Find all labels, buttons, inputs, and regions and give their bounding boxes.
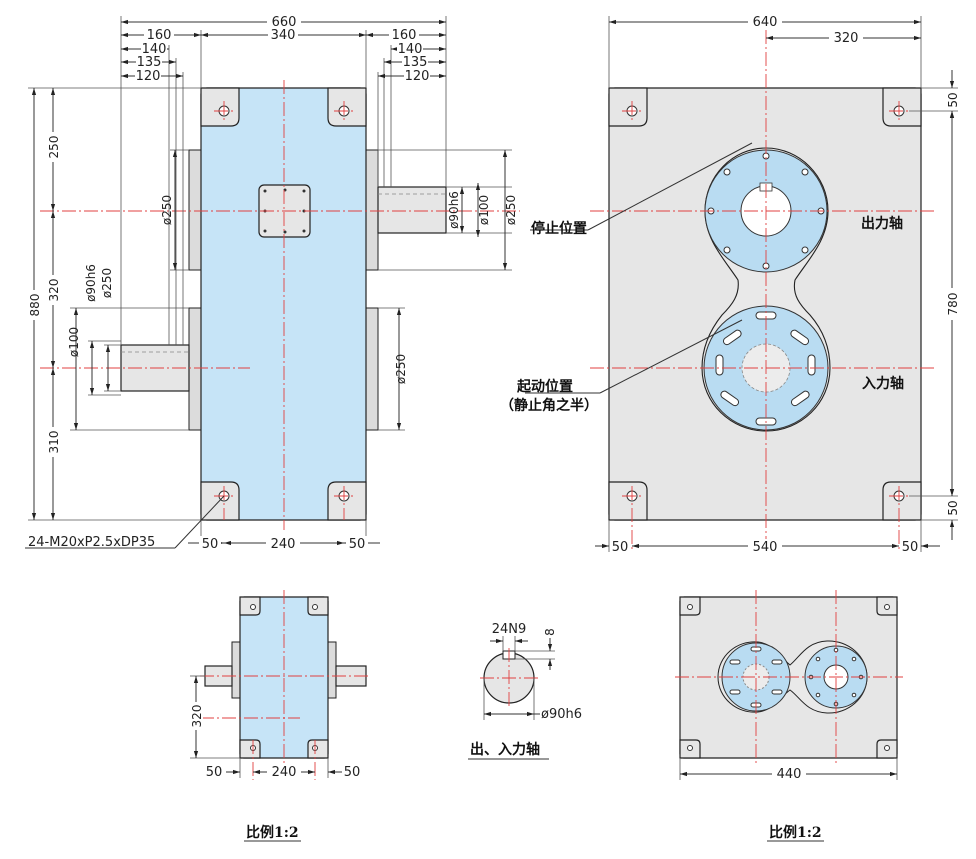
small-side-view: 440 比例1:2 [675,590,903,842]
dim-dia-250-upper-left: ø250 [160,195,174,225]
dim-780: 780 [946,293,960,316]
left-upper-flange [188,149,202,271]
small-dim-440: 440 [777,767,802,782]
dim-50-bottom-left: 50 [612,540,629,555]
corner-boss [608,87,648,127]
dim-dia-90h6-right: ø90h6 [447,191,461,229]
dim-120-right: 120 [405,69,430,84]
dim-540: 540 [753,540,778,555]
dim-dia-100-left: ø90h6 [84,264,98,302]
dim-dia-90h6-left: ø250 [100,268,114,298]
dim-310: 310 [47,431,61,454]
small-dim-240: 240 [272,765,297,780]
right-lower-flange [365,307,379,431]
small-front-view: 320 50 240 50 比例1:2 [189,590,370,842]
tapped-holes-note: 24-M20xP2.5xDP35 [28,535,155,550]
dim-50-left: 50 [202,537,219,552]
dim-320-side: 320 [834,31,859,46]
dim-240: 240 [271,537,296,552]
dim-640: 640 [753,15,778,30]
dim-dia-250-right-upper: ø250 [504,195,518,225]
dim-250: 250 [47,136,61,159]
shaft-caption: 出、入力轴 [470,741,540,758]
label-output-shaft: 出力轴 [861,215,903,232]
dim-50-right: 50 [349,537,366,552]
left-lower-flange [188,307,202,431]
dim-140-right: 140 [398,42,423,57]
dim-135-left: 135 [137,55,162,70]
dim-320: 320 [47,279,61,302]
front-view: 660 160 340 160 140 140 135 135 120 120 [25,14,520,552]
dim-135-right: 135 [403,55,428,70]
label-start-position: 起动位置 [516,378,573,395]
small-dim-50-right: 50 [344,765,361,780]
dim-160-right: 160 [392,28,417,43]
output-shaft [377,186,447,234]
dim-dia-250-right-lower: ø250 [394,354,408,384]
scale-label-right: 比例1:2 [769,824,822,841]
side-view: 停止位置 出力轴 起动位置 （静止角之半） 入力轴 640 320 50 780… [500,14,960,555]
dim-160-left: 160 [147,28,172,43]
dim-dia-100-right: ø100 [477,195,491,225]
right-upper-flange [365,149,379,271]
corner-boss [200,87,240,127]
dim-50-bottom-right: 50 [946,500,960,515]
label-start-note: （静止角之半） [500,397,598,414]
shaft-diameter-label: ø90h6 [541,707,582,722]
corner-boss [882,481,922,521]
dim-120-left: 120 [136,69,161,84]
label-stop-position: 停止位置 [531,220,587,237]
dim-140-left: 140 [142,42,167,57]
dim-50-bottom-right-h: 50 [902,540,919,555]
key-depth-label: 8 [543,628,557,636]
scale-label-left: 比例1:2 [246,824,299,841]
dim-dia-250-left-lower: ø100 [67,327,81,357]
dim-50-top-right: 50 [946,92,960,107]
corner-boss [327,481,367,521]
label-input-shaft: 入力轴 [862,375,904,392]
dim-660: 660 [272,15,297,30]
corner-boss [608,481,648,521]
dim-340: 340 [271,28,296,43]
housing-body [200,87,367,521]
shaft-section: 24N9 8 ø90h6 出、入力轴 [468,622,582,760]
small-dim-320: 320 [190,705,204,728]
dim-880: 880 [28,294,42,317]
key-width-label: 24N9 [492,622,527,637]
small-dim-50-left: 50 [206,765,223,780]
